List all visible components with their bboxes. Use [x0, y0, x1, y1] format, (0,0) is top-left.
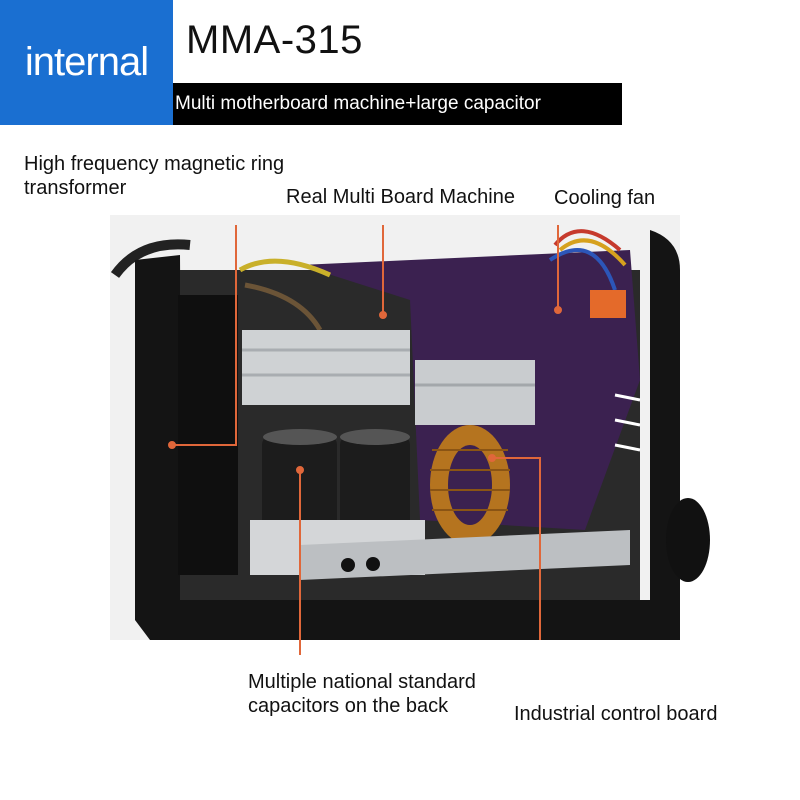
heatsink-left — [242, 330, 410, 405]
internal-badge: internal — [0, 0, 173, 125]
control-knob — [666, 498, 710, 582]
heatsink-right — [415, 360, 535, 425]
brown-wire — [244, 282, 323, 332]
yellow-wire — [558, 238, 627, 267]
label-capacitors: Multiple national standard capacitors on… — [248, 671, 476, 717]
red-wire — [553, 229, 622, 252]
label-control: Industrial control board — [514, 703, 718, 725]
power-cable — [110, 239, 191, 279]
aluminium-bus-bar — [300, 530, 630, 580]
leader-transformer — [172, 225, 237, 446]
label-transformer: High frequency magnetic ring transformer — [24, 153, 285, 199]
model-title: MMA-315 — [186, 18, 363, 62]
label-board: Real Multi Board Machine — [286, 186, 515, 208]
wire-connector — [590, 290, 626, 318]
subtitle-bar: Multi motherboard machine+large capacito… — [173, 83, 622, 125]
label-fan: Cooling fan — [554, 187, 656, 209]
blue-wire — [548, 248, 617, 291]
badge-text: internal — [24, 40, 149, 84]
green-yellow-wire — [238, 258, 332, 278]
capacitor-2 — [340, 435, 410, 535]
subtitle-text: Multi motherboard machine+large capacito… — [175, 93, 541, 114]
cooling-fan-left — [178, 295, 238, 575]
leader-control — [492, 457, 541, 640]
